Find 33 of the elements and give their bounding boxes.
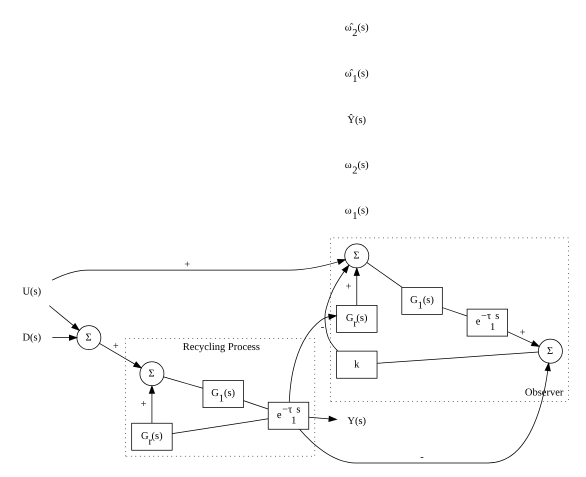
arrow xyxy=(299,362,551,463)
connector xyxy=(377,351,539,364)
arrow xyxy=(148,384,156,423)
edge-label: + xyxy=(112,340,119,352)
arrow xyxy=(99,342,142,368)
edge-label: - xyxy=(320,321,324,332)
arrow xyxy=(308,415,338,422)
node-circle: Σ xyxy=(538,338,563,364)
connector xyxy=(163,376,204,388)
arrow xyxy=(354,266,360,306)
edge-label: + xyxy=(140,398,147,410)
connector xyxy=(172,418,268,434)
connector xyxy=(442,306,468,316)
arrow xyxy=(508,330,540,346)
arrow xyxy=(52,334,78,340)
arrow xyxy=(288,313,338,402)
edge-label: - xyxy=(420,452,424,463)
connector xyxy=(243,400,269,409)
edge-label: + xyxy=(346,280,352,292)
node-circle: Σ xyxy=(76,324,102,350)
node-circle: Σ xyxy=(140,360,164,386)
node-box: k xyxy=(336,350,378,378)
arrow xyxy=(52,258,346,280)
arrow xyxy=(48,304,80,331)
node-text: Y(s) xyxy=(347,415,366,426)
edge-label: + xyxy=(184,258,190,270)
label: Ŷ(s) xyxy=(347,114,366,126)
node-circle: Σ xyxy=(344,243,370,268)
arrow xyxy=(324,264,350,351)
edge-label: + xyxy=(520,327,526,338)
node-text: D(s) xyxy=(22,332,42,343)
node-text: U(s) xyxy=(22,286,42,298)
connector xyxy=(366,262,402,288)
